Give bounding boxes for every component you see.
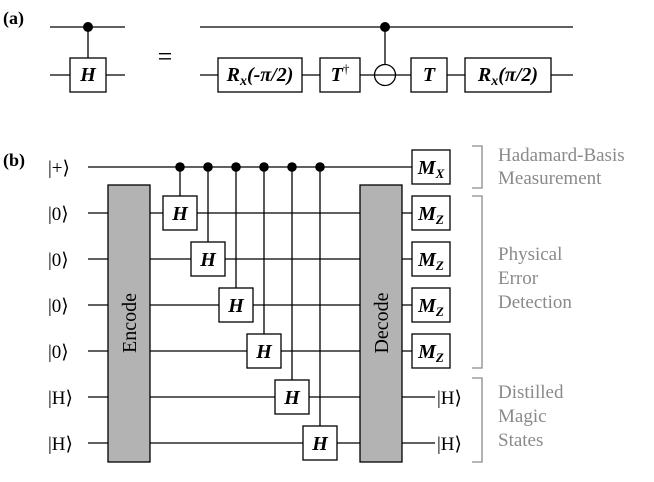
measurement-gate-4	[411, 287, 451, 323]
measurement-gate-1	[411, 149, 451, 185]
control-dot-3	[231, 162, 241, 172]
measurement-label-4: MZ	[417, 295, 444, 319]
controlled-h-gates: H H H H H H	[162, 162, 338, 461]
control-dot-6	[315, 162, 325, 172]
panel-a-label: (a)	[3, 8, 24, 29]
group-label-magic: Magic	[498, 406, 547, 427]
input-state-2: |0⟩	[48, 204, 69, 225]
input-state-6: |H⟩	[48, 388, 73, 409]
lhs-h-label: H	[79, 64, 97, 86]
h-gate-2	[190, 241, 226, 277]
measurement-gate-2	[411, 195, 451, 231]
h-gate-label-1: H	[171, 203, 189, 225]
t-gate-label: T	[423, 64, 436, 86]
group-label-detection: Detection	[498, 292, 572, 313]
group-label-hadamard-line-2: Measurement	[498, 168, 602, 189]
output-state-2: |H⟩	[437, 434, 462, 455]
input-states: |+⟩ |0⟩ |0⟩ |0⟩ |0⟩ |H⟩ |H⟩	[48, 158, 73, 455]
input-state-1: |+⟩	[48, 158, 70, 179]
h-gate-label-4: H	[255, 341, 273, 363]
output-state-1: |H⟩	[437, 388, 462, 409]
h-gate-3	[218, 287, 254, 323]
group-label-hadamard-line-1: Hadamard-Basis	[498, 145, 625, 166]
rx-minus-pi-half-gate	[217, 57, 303, 93]
encode-label: Encode	[119, 293, 141, 353]
rx-minus-pi-half-label: Rx(-π/2)	[226, 64, 294, 89]
h-gate-label-3: H	[227, 295, 245, 317]
measurement-gate-3	[411, 241, 451, 277]
measurement-label-1: MX	[417, 157, 445, 181]
h-gate-label-2: H	[199, 249, 217, 271]
cnot-control-dot	[380, 22, 390, 32]
panel-b-label: (b)	[3, 150, 25, 171]
t-dagger-label: T†	[331, 61, 350, 86]
magic-states-bracket	[472, 377, 483, 463]
input-state-3: |0⟩	[48, 250, 69, 271]
measurement-gate-5	[411, 333, 451, 369]
encode-block	[107, 184, 151, 463]
group-label-error: Error	[498, 268, 539, 289]
measurement-gates: MX MZ MZ MZ MZ	[411, 149, 451, 369]
h-gate-4	[246, 333, 282, 369]
control-dot-2	[203, 162, 213, 172]
measurement-label-3: MZ	[417, 249, 444, 273]
rx-pi-half-gate	[464, 57, 552, 93]
control-dot-5	[287, 162, 297, 172]
decode-block	[359, 184, 403, 463]
equals-sign: =	[158, 42, 173, 71]
rx-pi-half-label: Rx(π/2)	[477, 64, 538, 89]
input-state-5: |0⟩	[48, 342, 69, 363]
input-state-7: |H⟩	[48, 434, 73, 455]
group-label-physical: Physical	[498, 244, 562, 265]
group-label-states: States	[498, 430, 543, 451]
h-gate-label-6: H	[311, 433, 329, 455]
h-gate-5	[274, 379, 310, 415]
hadamard-basis-bracket	[472, 145, 483, 189]
h-gate-label-5: H	[283, 387, 301, 409]
error-detection-bracket	[472, 195, 483, 369]
h-gate-1	[162, 195, 198, 231]
h-gate-6	[302, 425, 338, 461]
measurement-label-5: MZ	[417, 341, 444, 365]
t-dagger-gate	[319, 57, 361, 93]
measurement-label-2: MZ	[417, 203, 444, 227]
lhs-h-gate	[69, 57, 107, 93]
control-dot-4	[259, 162, 269, 172]
group-label-distilled: Distilled	[498, 382, 564, 403]
control-dot-1	[175, 162, 185, 172]
t-gate	[410, 57, 448, 93]
lhs-control-dot	[83, 22, 93, 32]
decode-label: Decode	[371, 292, 393, 353]
input-state-4: |0⟩	[48, 296, 69, 317]
